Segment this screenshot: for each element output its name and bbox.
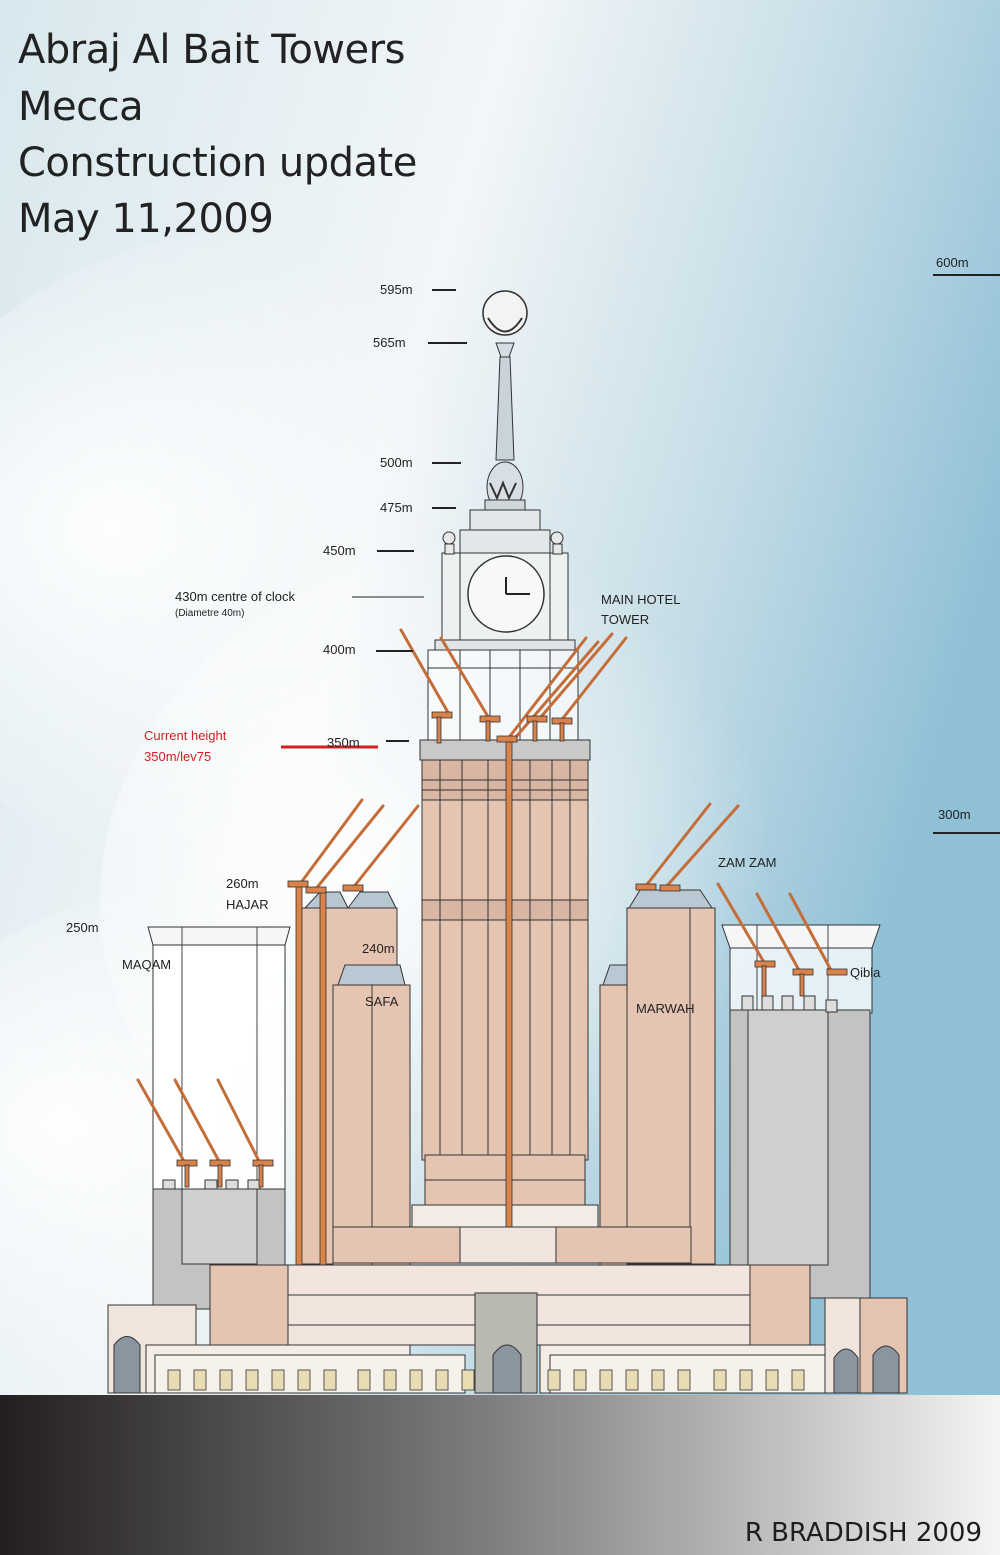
marker-475: 475m bbox=[380, 500, 413, 515]
height-ticks bbox=[352, 289, 467, 742]
marker-430: 430m centre of clock bbox=[175, 589, 295, 604]
zamzam-tower bbox=[626, 889, 716, 1265]
zamzam-label: ZAM ZAM bbox=[718, 855, 777, 870]
current-height-value: 350m/lev75 bbox=[144, 749, 212, 764]
current-height-label: Current height bbox=[144, 728, 227, 743]
hajar-height: 260m bbox=[226, 876, 259, 891]
arch bbox=[113, 1336, 141, 1394]
main-tower-label-1: MAIN HOTEL bbox=[601, 592, 681, 607]
title-line-2: Mecca bbox=[18, 84, 144, 130]
title-line-1: Abraj Al Bait Towers bbox=[18, 27, 405, 73]
title-line-4: May 11,2009 bbox=[18, 196, 274, 242]
maqam-tower bbox=[147, 926, 291, 1310]
scale-label-300: 300m bbox=[938, 807, 971, 822]
marker-500: 500m bbox=[380, 455, 413, 470]
author-credit: R BRADDISH 2009 bbox=[744, 1518, 982, 1548]
maqam-label: MAQAM bbox=[122, 957, 172, 972]
qibla-tower bbox=[721, 924, 881, 1299]
main-hotel-tower bbox=[411, 290, 599, 1228]
marker-595: 595m bbox=[380, 282, 413, 297]
scale-label-600: 600m bbox=[936, 255, 969, 270]
title-line-3: Construction update bbox=[18, 140, 417, 186]
marker-430-note: (Diametre 40m) bbox=[175, 608, 245, 619]
hajar-label: HAJAR bbox=[226, 897, 269, 912]
window-row bbox=[167, 1369, 805, 1391]
safa-label: SAFA bbox=[365, 994, 399, 1009]
safa-height: 240m bbox=[362, 941, 395, 956]
marwah-label: MARWAH bbox=[636, 1001, 695, 1016]
marker-565: 565m bbox=[373, 335, 406, 350]
main-tower-label-2: TOWER bbox=[601, 612, 650, 627]
crane-tops bbox=[176, 711, 848, 1188]
marker-450: 450m bbox=[323, 543, 356, 558]
qibla-label: Qibla bbox=[850, 965, 881, 980]
arch bbox=[872, 1345, 900, 1394]
arch bbox=[492, 1344, 522, 1394]
maqam-height: 250m bbox=[66, 920, 99, 935]
podium bbox=[107, 1226, 908, 1394]
cranes bbox=[136, 628, 834, 1165]
marker-400: 400m bbox=[323, 642, 356, 657]
ground-strip bbox=[0, 1395, 1000, 1555]
marker-350: 350m bbox=[327, 735, 360, 750]
arch bbox=[833, 1348, 859, 1394]
